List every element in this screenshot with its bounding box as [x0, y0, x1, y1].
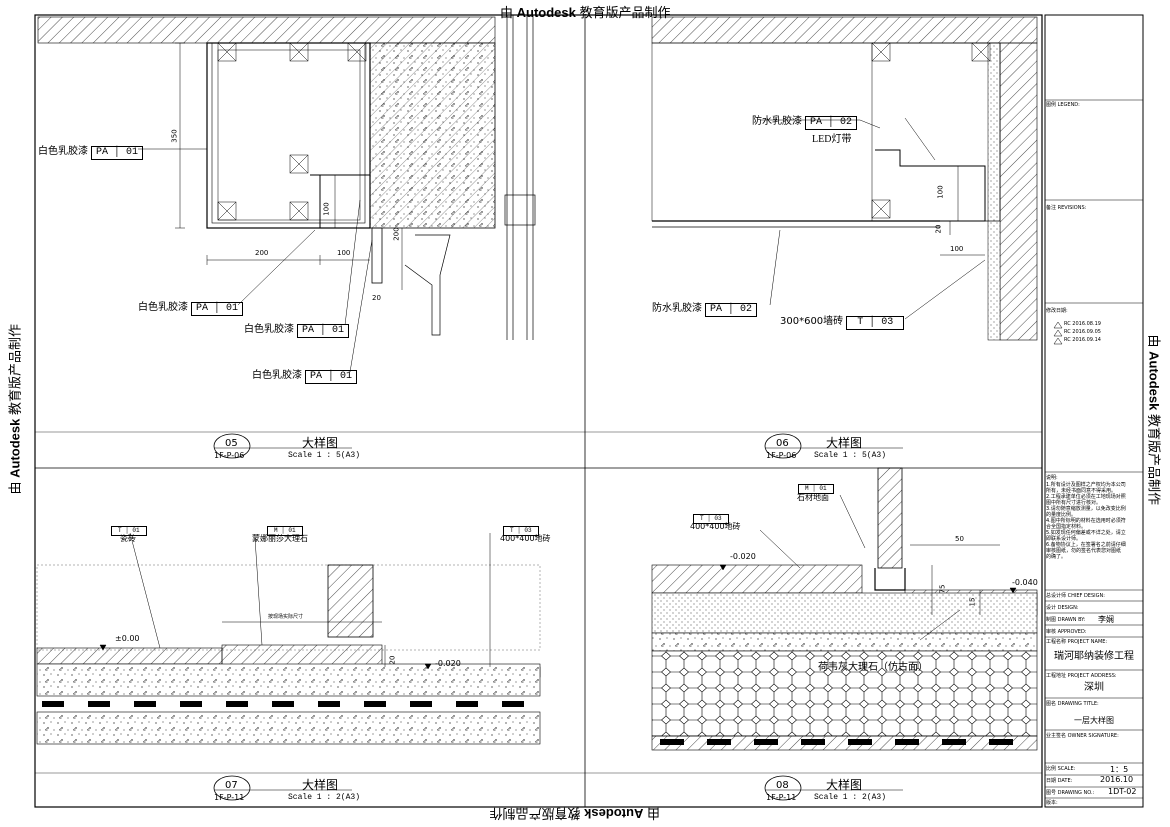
detail-07-num: 07 — [225, 780, 238, 791]
tb-no-value: 1DT-02 — [1108, 787, 1137, 796]
tb-no: 图号 DRAWING NO.: — [1046, 790, 1095, 796]
detail-05-num: 05 — [225, 438, 238, 449]
tb-address: 工程地址 PROJECT ADDRESS: — [1046, 673, 1117, 679]
tb-notes: 1.所有设计及图样之产权均为本公司所有，未经书面同意不得采用。2.工程承建单位必… — [1046, 482, 1126, 560]
d08-text-m01: 石材地面 — [797, 493, 829, 502]
dim-200: 200 — [255, 249, 269, 257]
tb-drawing-value: 一层大样图 — [1074, 716, 1114, 725]
dim-100c: 100 — [936, 185, 945, 199]
dim-15: 15 — [968, 597, 977, 607]
material-tag: PA │ 01 — [305, 370, 358, 384]
detail-06-ref: 1F-P-06 — [766, 451, 797, 460]
dim-75: 75 — [938, 584, 947, 594]
d08-tag-t03: T │ 03 — [690, 512, 729, 524]
material-tag: T │ 03 — [846, 316, 905, 330]
d08-text-t03: 400*400地砖 — [690, 522, 741, 531]
dim-100a: 100 — [337, 249, 351, 257]
d08-level-1: -0.020 — [730, 552, 756, 561]
d07-text-t01: 瓷砖 — [120, 534, 136, 543]
label-led: LED灯带 — [812, 134, 852, 145]
watermark-bottom: 由 Autodesk 教育版产品制作 — [489, 806, 660, 821]
tb-design: 设计 DESIGN: — [1046, 605, 1079, 611]
d07-tag-t03: T │ 03 — [500, 524, 539, 536]
dim-100b: 100 — [322, 202, 331, 216]
tb-legend: 图例 LEGEND: — [1046, 102, 1080, 108]
watermark-top: 由 Autodesk 教育版产品制作 — [500, 5, 671, 20]
detail-08-title: 大样图 — [826, 778, 863, 792]
detail-05-title: 大样图 — [302, 436, 339, 450]
tb-scale-value: 1：5 — [1110, 765, 1129, 774]
watermark-left: 由 Autodesk 教育版产品制作 — [7, 324, 23, 495]
d08-level-2: -0.040 — [1012, 578, 1038, 587]
detail-07-ref: 1F-P-11 — [214, 793, 245, 802]
tb-approved: 审核 APPROVED: — [1046, 629, 1087, 635]
detail-08-ref: 1F-P-11 — [766, 793, 797, 802]
tb-date: 日期 DATE: — [1046, 778, 1073, 784]
material-tag: PA │ 02 — [705, 303, 758, 317]
tb-address-value: 深圳 — [1084, 682, 1104, 693]
detail-05-scale: Scale 1 : 5(A3) — [288, 451, 361, 460]
tb-date-value: 2016.10 — [1100, 775, 1134, 784]
detail-06-num: 06 — [776, 438, 789, 449]
watermark-right: 由 Autodesk 教育版产品制作 — [1146, 334, 1162, 505]
detail-08-num: 08 — [776, 780, 789, 791]
d07-tag-t01: T │ 01 — [108, 524, 147, 536]
tb-revisions: 备注 REVISIONS: — [1046, 205, 1087, 211]
tb-version: 版本: — [1046, 800, 1058, 806]
detail-06-scale: Scale 1 : 5(A3) — [814, 451, 887, 460]
detail-07-title: 大样图 — [302, 778, 339, 792]
dim-50: 50 — [955, 535, 964, 543]
tb-drawing-title: 图名 DRAWING TITLE: — [1046, 701, 1099, 707]
material-tag: PA │ 01 — [297, 324, 350, 338]
detail-08-scale: Scale 1 : 2(A3) — [814, 793, 887, 802]
tb-owner: 业主签名 OWNER SIGNATURE: — [1046, 733, 1119, 739]
tb-rev-3: RC 2016.09.14 — [1064, 337, 1101, 343]
detail-07-scale: Scale 1 : 2(A3) — [288, 793, 361, 802]
tb-revdate: 修改日期: — [1046, 308, 1068, 314]
tb-drawn-value: 李娴 — [1098, 615, 1114, 624]
material-tag: PA │ 01 — [191, 302, 244, 316]
tb-drawn: 制图 DRAWN BY: — [1046, 617, 1086, 623]
d07-tag-m01: M │ 01 — [264, 524, 303, 536]
tb-project-value: 瑞河耶纳装修工程 — [1054, 651, 1134, 662]
material-tag: PA │ 02 — [805, 116, 858, 130]
material-tag: PA │ 01 — [91, 146, 144, 160]
dim-20b: 20 — [934, 224, 943, 234]
dim-100d: 100 — [950, 245, 964, 253]
detail-06-title: 大样图 — [826, 436, 863, 450]
tb-rev-1: RC 2016.08.19 — [1064, 321, 1101, 327]
tb-scale: 比例 SCALE: — [1046, 766, 1076, 772]
d07-note: 按现场实际尺寸 — [268, 614, 304, 620]
tb-notes-title: 说明: — [1046, 475, 1058, 481]
d08-tag-m01: M │ 01 — [795, 482, 834, 494]
dim-350: 350 — [170, 129, 179, 143]
dim-20: 20 — [372, 294, 381, 302]
tb-rev-2: RC 2016.09.05 — [1064, 329, 1101, 335]
tb-project: 工程名称 PROJECT NAME: — [1046, 639, 1108, 645]
d07-level-0: ±0.00 — [115, 634, 140, 643]
d07-text-t03: 400*400地砖 — [500, 534, 551, 543]
dim-200b: 200 — [392, 227, 401, 241]
d07-level-1: -0.020 — [435, 659, 461, 668]
detail-05-ref: 1F-P-06 — [214, 451, 245, 460]
d07-text-m01: 蒙娜丽莎大理石 — [252, 534, 308, 543]
dim-20c: 20 — [388, 655, 397, 665]
d08-stone: 荷韦灰大理石（仿古面） — [818, 662, 928, 673]
tb-chief: 总设计师 CHIEF DESIGN: — [1046, 593, 1105, 599]
